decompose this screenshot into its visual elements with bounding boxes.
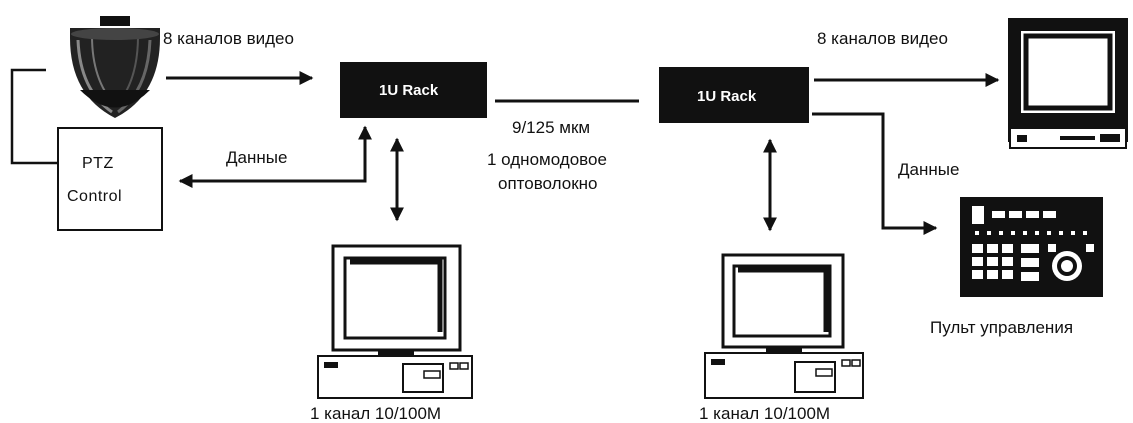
right-rack — [659, 67, 809, 123]
controller-label: Пульт управления — [930, 318, 1073, 337]
right-data-label: Данные — [898, 160, 959, 179]
rack-to-ptz-data-arrow — [178, 138, 367, 188]
left-data-label: Данные — [226, 148, 287, 167]
ptz-control-box — [57, 127, 163, 231]
fiber-type-line2: оптоволокно — [498, 174, 597, 193]
left-rack-label: 1U Rack — [379, 82, 439, 99]
ptz-control-connector — [10, 68, 58, 165]
left-rack — [340, 62, 487, 118]
ptz-label-line2: Control — [67, 188, 122, 205]
left-computer-icon — [317, 244, 473, 399]
left-video-label: 8 каналов видео — [163, 29, 294, 48]
controller-icon — [960, 197, 1103, 297]
fiber-spec-label: 9/125 мкм — [512, 118, 590, 137]
dome-camera-icon — [70, 16, 160, 118]
left-pc-label: 1 канал 10/100M — [310, 404, 441, 423]
ptz-label-line1: PTZ — [82, 155, 114, 172]
rack-to-controller-data-arrow — [812, 112, 938, 235]
right-computer-icon — [704, 253, 864, 399]
monitor-icon — [1008, 18, 1128, 149]
right-pc-label: 1 канал 10/100M — [699, 404, 830, 423]
fiber-type-line1: 1 одномодовое — [487, 150, 607, 169]
right-video-label: 8 каналов видео — [817, 29, 948, 48]
right-rack-label: 1U Rack — [697, 88, 757, 105]
